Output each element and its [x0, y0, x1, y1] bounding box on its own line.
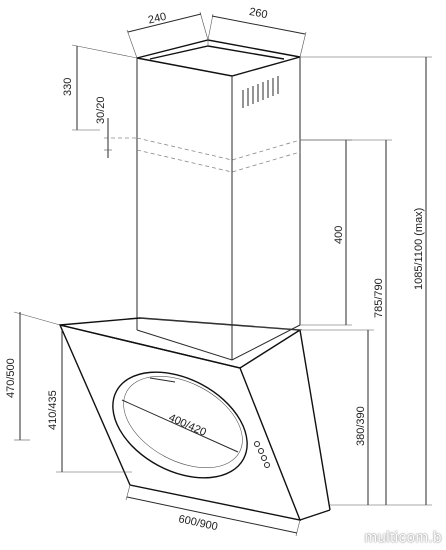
dim-hood-height: 470/500	[5, 311, 61, 441]
dim-top-width: 260	[207, 6, 307, 58]
watermark-logo: multicom.b	[364, 529, 442, 546]
dim-chimney-height: 330	[62, 44, 138, 131]
dim-mid-height: 785/790	[300, 139, 392, 505]
dim-mid-height-label: 785/790	[373, 278, 385, 318]
dim-top-depth: 240	[126, 11, 209, 59]
dim-width: 600/900	[125, 484, 301, 537]
dim-chimney-height-label: 330	[62, 78, 74, 96]
vent-slots-icon	[242, 76, 279, 108]
dim-inner-height-label: 410/435	[47, 390, 59, 430]
overlap-dashed-lines	[104, 137, 301, 173]
dim-lower-height-label: 380/390	[355, 406, 367, 446]
dim-width-label: 600/900	[177, 513, 218, 533]
dim-hood-height-label: 470/500	[5, 358, 17, 398]
control-buttons-icon	[254, 441, 270, 468]
dim-top-width-label: 260	[248, 6, 268, 21]
dim-total-height: 1085/1100 (max)	[300, 56, 432, 506]
dim-top-depth-label: 240	[147, 11, 168, 27]
dim-glass-panel: 400/420	[121, 399, 239, 453]
dim-extension-label: 400	[333, 226, 345, 244]
oval-glass-panel	[112, 371, 248, 479]
dim-glass-panel-label: 400/420	[167, 412, 208, 439]
dim-extension: 400	[300, 139, 352, 326]
dim-overlap: 30/20	[95, 96, 112, 158]
chimney-top-box	[136, 39, 301, 360]
dim-lower-height: 380/390	[300, 329, 374, 505]
dim-inner-height: 410/435	[47, 330, 132, 473]
dim-total-height-label: 1085/1100 (max)	[413, 208, 425, 290]
dim-overlap-label: 30/20	[95, 96, 107, 124]
chimney-bottom-edge	[136, 324, 301, 361]
